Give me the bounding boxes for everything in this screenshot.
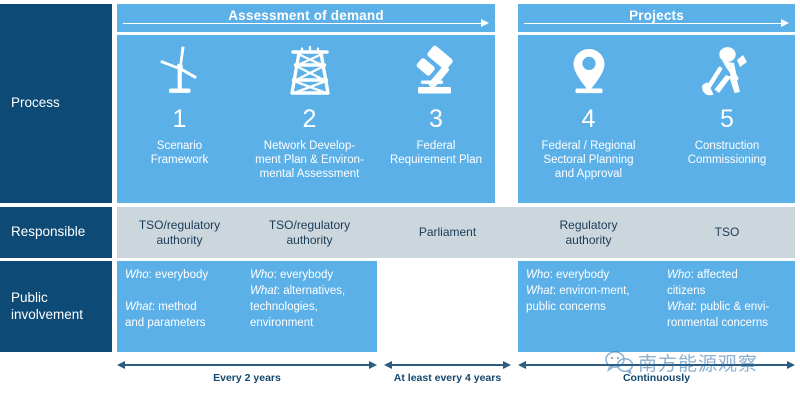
- public-involvement-cell-4: Who: everybody What: environ-ment, publi…: [518, 261, 659, 352]
- process-step-3-number: 3: [429, 105, 443, 133]
- public-involvement-cell-4-who: Who: everybody: [526, 268, 651, 284]
- who-label-5: Who: [667, 269, 691, 281]
- who-value-4: : everybody: [549, 269, 610, 281]
- who-label-2: Who: [250, 269, 274, 281]
- public-involvement-cell-5-what: What: public & envi- ronmental concerns: [667, 300, 787, 332]
- who-value-1: : everybody: [148, 269, 209, 281]
- what-value-5: : public & envi- ronmental concerns: [667, 300, 770, 329]
- timeline-every-2-years-label: Every 2 years: [213, 372, 281, 384]
- public-involvement-cell-2-who: Who: everybody: [250, 268, 369, 284]
- row-label-public-involvement-text: Public involvement: [11, 289, 84, 322]
- projects-progress-arrow-icon: [524, 19, 789, 28]
- responsible-cell-5-text: TSO: [714, 225, 740, 239]
- public-involvement-cell-1-what: What: method and parameters: [125, 284, 234, 332]
- row-label-process-text: Process: [11, 95, 60, 111]
- process-step-1[interactable]: 1 Scenario Framework: [117, 35, 242, 203]
- process-step-4-title: Federal / Regional Sectoral Planning and…: [541, 140, 636, 181]
- what-label-1: What: [125, 300, 152, 313]
- responsible-cell-4-text: Regulatory authority: [559, 217, 618, 247]
- row-label-responsible: Responsible: [0, 207, 112, 258]
- section-header-projects-text: Projects: [629, 8, 684, 23]
- process-step-1-title: Scenario Framework: [150, 140, 209, 167]
- responsible-cell-2: TSO/regulatory authority: [242, 207, 377, 258]
- public-involvement-cell-4-what: What: environ-ment, public concerns: [526, 284, 651, 316]
- what-value-2: : alternatives, technologies, environmen…: [250, 284, 346, 329]
- process-step-3[interactable]: 3 Federal Requirement Plan: [377, 35, 495, 203]
- process-step-2-title: Network Develop- ment Plan & Environ- me…: [255, 140, 364, 181]
- process-step-4-number: 4: [581, 105, 596, 133]
- who-value-5: : affected citizens: [667, 269, 738, 297]
- process-step-5-number: 5: [720, 105, 734, 133]
- who-label-1: Who: [125, 269, 149, 281]
- responsible-cell-5: TSO: [659, 207, 795, 258]
- row-label-process: Process: [0, 4, 112, 203]
- public-involvement-cell-2: Who: everybody What: alternatives, techn…: [242, 261, 377, 352]
- public-involvement-cell-5: Who: affected citizens What: public & en…: [659, 261, 795, 352]
- what-label-5: What: [667, 300, 694, 313]
- process-step-3-title: Federal Requirement Plan: [389, 140, 483, 167]
- responsible-cell-1: TSO/regulatory authority: [117, 207, 242, 258]
- section-header-assessment-of-demand-text: Assessment of demand: [228, 8, 384, 23]
- timeline-continuously: Continuously: [518, 360, 795, 384]
- who-label-4: Who: [526, 269, 550, 281]
- public-involvement-cell-2-what: What: alternatives, technologies, enviro…: [250, 284, 369, 332]
- what-label-2: What: [250, 284, 277, 297]
- responsible-cell-3: Parliament: [377, 207, 518, 258]
- timeline-at-least-every-4-years-label: At least every 4 years: [393, 372, 502, 384]
- process-step-1-number: 1: [172, 105, 187, 133]
- timeline-continuously-label: Continuously: [622, 372, 691, 384]
- construction-worker-icon: [696, 41, 758, 103]
- what-value-4: : environ-ment, public concerns: [526, 284, 630, 313]
- timeline-arrow-1-icon: [117, 360, 377, 370]
- timeline-at-least-every-4-years: At least every 4 years: [384, 360, 511, 384]
- responsible-cell-1-text: TSO/regulatory authority: [138, 217, 221, 247]
- row-label-responsible-text: Responsible: [11, 224, 86, 240]
- responsible-cell-3-text: Parliament: [418, 225, 477, 239]
- process-step-2-number: 2: [302, 105, 317, 133]
- process-step-5[interactable]: 5 Construction Commissioning: [659, 35, 795, 203]
- responsible-cell-2-text: TSO/regulatory authority: [268, 217, 351, 247]
- section-header-assessment-of-demand: Assessment of demand: [117, 4, 495, 32]
- transmission-tower-icon: [281, 41, 339, 103]
- responsible-cell-4: Regulatory authority: [518, 207, 659, 258]
- row-label-public-involvement: Public involvement: [0, 261, 112, 352]
- assessment-progress-arrow-icon: [123, 19, 489, 28]
- public-involvement-cell-1: Who: everybody What: method and paramete…: [117, 261, 242, 352]
- public-involvement-cell-3: [377, 261, 518, 352]
- what-label-4: What: [526, 284, 553, 297]
- process-step-2[interactable]: 2 Network Develop- ment Plan & Environ- …: [242, 35, 377, 203]
- what-value-1: : method and parameters: [125, 300, 206, 329]
- timeline-arrow-2-icon: [384, 360, 511, 370]
- public-involvement-cell-5-who: Who: affected citizens: [667, 268, 787, 300]
- process-step-5-title: Construction Commissioning: [687, 140, 767, 167]
- wind-turbine-icon: [150, 41, 210, 103]
- map-pin-icon: [563, 41, 615, 103]
- timeline-arrow-3-icon: [518, 360, 795, 370]
- timeline-every-2-years: Every 2 years: [117, 360, 377, 384]
- public-involvement-cell-1-who: Who: everybody: [125, 268, 234, 284]
- who-value-2: : everybody: [273, 269, 334, 281]
- process-step-4[interactable]: 4 Federal / Regional Sectoral Planning a…: [518, 35, 659, 203]
- section-header-projects: Projects: [518, 4, 795, 32]
- gavel-icon: [406, 41, 466, 103]
